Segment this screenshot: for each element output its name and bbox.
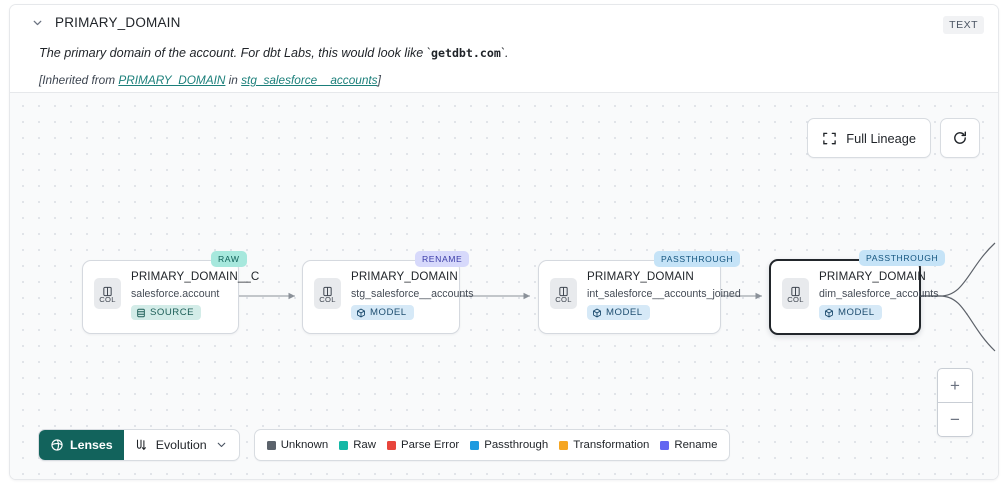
page-title: PRIMARY_DOMAIN bbox=[55, 15, 181, 30]
legend-swatch bbox=[339, 440, 349, 450]
lineage-canvas[interactable]: Full Lineage + − COL PRIMARY_DOMA bbox=[10, 93, 998, 479]
node-type-label: MODEL bbox=[838, 307, 875, 318]
full-lineage-label: Full Lineage bbox=[846, 130, 916, 146]
legend-item-parse-error: Parse Error bbox=[386, 439, 460, 451]
inherited-from-line: [Inherited from PRIMARY_DOMAIN in stg_sa… bbox=[39, 73, 381, 87]
node-type-badge: SOURCE bbox=[131, 305, 202, 320]
node-column-name: PRIMARY_DOMAIN bbox=[587, 270, 694, 283]
col-chip: COL bbox=[314, 278, 341, 309]
inherited-column-link[interactable]: PRIMARY_DOMAIN bbox=[118, 73, 226, 87]
node-kind-badge: PASSTHROUGH bbox=[654, 251, 741, 267]
col-chip-label: COL bbox=[555, 294, 572, 304]
node-kind-badge: RAW bbox=[211, 251, 247, 267]
node-column-name: PRIMARY_DOMAIN__C bbox=[131, 270, 260, 283]
cube-icon bbox=[592, 308, 602, 318]
cube-icon bbox=[356, 308, 366, 318]
node-column-name: PRIMARY_DOMAIN bbox=[819, 270, 926, 283]
inherited-open: [Inherited from bbox=[39, 73, 119, 87]
node-kind-badge: PASSTHROUGH bbox=[859, 250, 946, 266]
zoom-controls: + − bbox=[937, 368, 973, 437]
legend-label: Passthrough bbox=[484, 439, 549, 451]
evolution-icon bbox=[134, 438, 148, 452]
refresh-icon bbox=[952, 130, 968, 146]
lineage-node-selected[interactable]: COL PRIMARY_DOMAIN dim_salesforce_accoun… bbox=[769, 250, 946, 335]
inherited-mid: in bbox=[225, 73, 242, 87]
lenses-label: Lenses bbox=[70, 438, 113, 452]
lenses-button[interactable]: Lenses bbox=[39, 430, 124, 460]
legend-label: Transformation bbox=[573, 439, 650, 451]
lineage-node[interactable]: COL PRIMARY_DOMAIN__C salesforce.account… bbox=[82, 251, 259, 334]
node-type-label: MODEL bbox=[370, 307, 407, 318]
panel-header: PRIMARY_DOMAIN TEXT The primary domain o… bbox=[10, 5, 998, 93]
legend-label: Parse Error bbox=[400, 439, 460, 451]
columns-icon bbox=[102, 284, 113, 296]
chevron-down-icon[interactable] bbox=[31, 16, 44, 29]
legend-item-transformation: Transformation bbox=[559, 439, 649, 451]
description-prefix: The primary domain of the account. For d… bbox=[39, 46, 431, 60]
node-source-name: salesforce.account bbox=[131, 288, 220, 300]
legend-item-passthrough: Passthrough bbox=[470, 439, 548, 451]
node-type-badge: MODEL bbox=[819, 305, 882, 320]
legend-swatch bbox=[386, 440, 396, 450]
full-lineage-button[interactable]: Full Lineage bbox=[807, 118, 931, 158]
node-source-name: dim_salesforce_accounts bbox=[819, 288, 939, 300]
node-column-name: PRIMARY_DOMAIN bbox=[351, 270, 458, 283]
node-source-name: stg_salesforce__accounts bbox=[351, 288, 474, 300]
legend-label: Unknown bbox=[280, 439, 329, 451]
columns-icon bbox=[790, 284, 801, 296]
node-type-badge: MODEL bbox=[351, 305, 414, 320]
legend-item-unknown: Unknown bbox=[266, 439, 329, 451]
evolution-label: Evolution bbox=[155, 438, 207, 452]
evolution-dropdown[interactable]: Evolution bbox=[124, 430, 239, 460]
lineage-legend: Unknown Raw Parse Error Passthrough Tran… bbox=[253, 429, 731, 461]
inherited-model-link[interactable]: stg_salesforce__accounts bbox=[241, 73, 378, 87]
database-icon bbox=[136, 308, 146, 318]
zoom-in-button[interactable]: + bbox=[938, 369, 972, 403]
lineage-node[interactable]: COL PRIMARY_DOMAIN stg_salesforce__accou… bbox=[302, 251, 474, 334]
column-type-badge: TEXT bbox=[943, 16, 984, 34]
legend-item-raw: Raw bbox=[339, 439, 376, 451]
legend-swatch bbox=[470, 440, 480, 450]
legend-label: Rename bbox=[674, 439, 718, 451]
node-type-badge: MODEL bbox=[587, 305, 650, 320]
col-chip-label: COL bbox=[319, 294, 336, 304]
refresh-button[interactable] bbox=[940, 118, 980, 158]
lens-icon bbox=[50, 438, 64, 452]
col-chip: COL bbox=[782, 278, 809, 309]
node-source-name: int_salesforce__accounts_joined bbox=[587, 288, 741, 300]
description-code: getdbt.com bbox=[431, 46, 501, 60]
header-title-row: PRIMARY_DOMAIN bbox=[31, 15, 181, 30]
columns-icon bbox=[322, 284, 333, 296]
legend-label: Raw bbox=[353, 439, 376, 451]
col-chip-label: COL bbox=[99, 294, 116, 304]
lenses-segment: Lenses Evolution bbox=[38, 429, 240, 461]
legend-item-rename: Rename bbox=[660, 439, 717, 451]
canvas-controls: Full Lineage bbox=[807, 118, 980, 158]
legend-swatch bbox=[559, 440, 569, 450]
node-type-label: MODEL bbox=[606, 307, 643, 318]
lineage-toolbar: Lenses Evolution Unknown bbox=[38, 429, 731, 461]
col-chip-label: COL bbox=[787, 294, 804, 304]
node-kind-badge: RENAME bbox=[415, 251, 470, 267]
column-description: The primary domain of the account. For d… bbox=[39, 46, 968, 60]
inherited-close: ] bbox=[377, 73, 381, 87]
column-lineage-panel: PRIMARY_DOMAIN TEXT The primary domain o… bbox=[9, 4, 999, 480]
node-type-label: SOURCE bbox=[150, 307, 195, 318]
chevron-down-icon bbox=[215, 438, 229, 452]
legend-swatch bbox=[266, 440, 276, 450]
description-suffix: `. bbox=[500, 46, 509, 60]
legend-swatch bbox=[660, 440, 670, 450]
col-chip: COL bbox=[550, 278, 577, 309]
columns-icon bbox=[558, 284, 569, 296]
zoom-out-button[interactable]: − bbox=[950, 409, 960, 429]
cube-icon bbox=[824, 308, 834, 318]
expand-icon bbox=[822, 131, 837, 146]
lineage-node[interactable]: COL PRIMARY_DOMAIN int_salesforce__accou… bbox=[538, 251, 741, 334]
col-chip: COL bbox=[94, 278, 121, 309]
